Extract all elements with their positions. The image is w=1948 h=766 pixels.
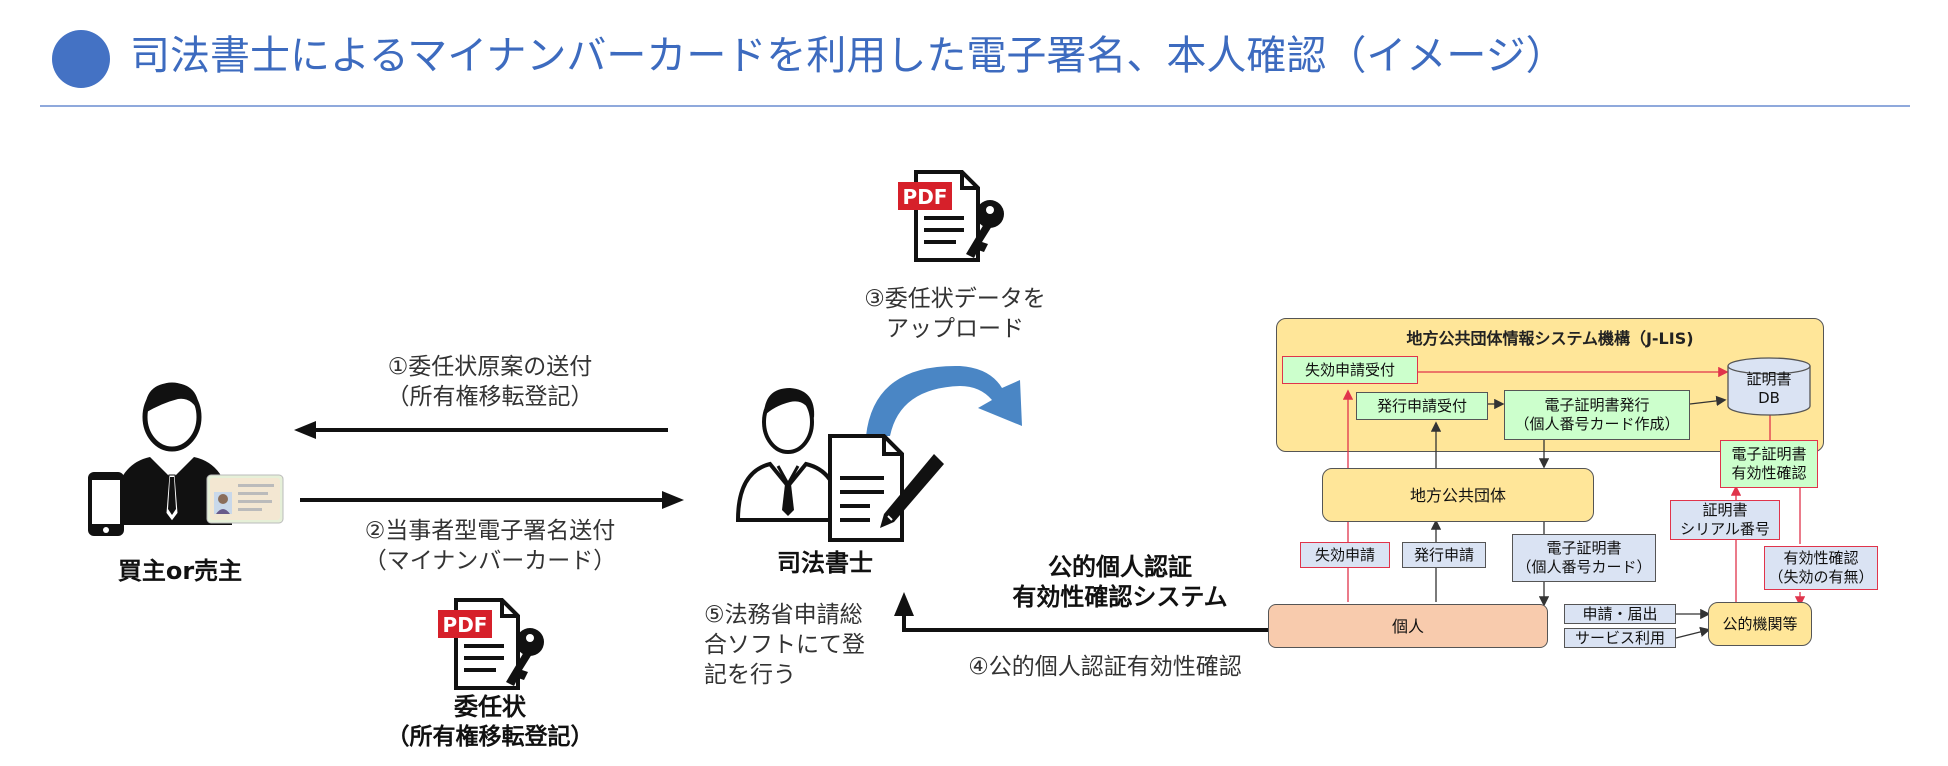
- buyer-seller-label: 買主or売主: [117, 557, 243, 585]
- step2-label-line2: （マイナンバーカード）: [363, 548, 617, 574]
- pdf-badge-text-upload: PDF: [903, 185, 948, 209]
- serial-text-1: 証明書: [1702, 501, 1748, 519]
- step3-label-line1: ③委任状データを: [864, 286, 1046, 312]
- service-use-text: サービス利用: [1574, 628, 1665, 647]
- db-text-2: DB: [1758, 389, 1780, 407]
- cert-validity-text-1: 電子証明書: [1731, 445, 1807, 463]
- public-agency-box: 公的機関等: [1708, 602, 1812, 646]
- issue-apply-text: 発行申請: [1413, 545, 1474, 564]
- pdf-badge-text: PDF: [443, 613, 488, 637]
- arrow-step1: [294, 421, 668, 439]
- title-bullet: [52, 30, 110, 88]
- cert-validity-box: 電子証明書 有効性確認: [1720, 440, 1818, 488]
- db-label: 証明書 DB: [1724, 366, 1814, 412]
- arrow-step2: [300, 491, 684, 509]
- individual-text: 個人: [1391, 616, 1424, 636]
- validity-check-text-1: 有効性確認: [1783, 549, 1859, 567]
- lost-receipt-text: 失効申請受付: [1304, 360, 1395, 379]
- jlis-title: 地方公共団体情報システム機構（J-LIS): [1406, 329, 1694, 348]
- public-agency-text: 公的機関等: [1722, 614, 1798, 633]
- validity-check-text-2: （失効の有無）: [1768, 568, 1874, 586]
- person-with-card-icon: [112, 382, 232, 525]
- serial-text-2: シリアル番号: [1680, 520, 1770, 538]
- database-icon: [1727, 357, 1811, 416]
- lost-receipt-box: 失効申請受付: [1282, 356, 1418, 384]
- local-gov-box: 地方公共団体: [1322, 468, 1594, 522]
- lost-apply-text: 失効申請: [1314, 545, 1375, 564]
- pdf-key-icon-upload: PDF: [898, 170, 1004, 262]
- apply-notify-box: 申請・届出: [1564, 604, 1676, 624]
- step5-label-line3: 記を行う: [704, 662, 796, 688]
- cert-issue-text-1: 電子証明書発行: [1544, 396, 1650, 414]
- cert-card-text-1: 電子証明書: [1546, 539, 1622, 557]
- signed-document-icon: [828, 434, 944, 542]
- step1-label-line1: ①委任状原案の送付: [387, 354, 593, 380]
- serial-box: 証明書 シリアル番号: [1670, 500, 1780, 540]
- issue-receipt-text: 発行申請受付: [1376, 396, 1467, 415]
- arrow-step4: [894, 592, 1278, 632]
- local-gov-text: 地方公共団体: [1409, 485, 1506, 505]
- apply-notify-text: 申請・届出: [1582, 604, 1658, 623]
- service-use-box: サービス利用: [1564, 628, 1676, 648]
- step3-label-line2: アップロード: [886, 316, 1024, 342]
- title-divider: [40, 105, 1910, 107]
- smartphone-icon: [88, 472, 124, 536]
- lost-apply-box: 失効申請: [1300, 542, 1390, 568]
- document-label-line2: （所有権移転登記）: [386, 724, 594, 750]
- cert-validity-text-2: 有効性確認: [1731, 464, 1807, 482]
- scrivener-label: 司法書士: [777, 549, 873, 577]
- pdf-key-icon: PDF: [438, 598, 544, 690]
- individual-box: 個人: [1268, 604, 1548, 648]
- step4-label: ④公的個人認証有効性確認: [968, 654, 1242, 680]
- validity-check-box: 有効性確認 （失効の有無）: [1764, 546, 1878, 590]
- issue-apply-box: 発行申請: [1402, 542, 1486, 568]
- db-text-1: 証明書: [1746, 370, 1792, 388]
- curved-arrow-icon: [866, 365, 1022, 436]
- system-label-line2: 有効性確認システム: [1012, 583, 1228, 611]
- page-title: 司法書士によるマイナンバーカードを利用した電子署名、本人確認（イメージ）: [130, 33, 1566, 79]
- step5-label-line2: 合ソフトにて登: [704, 632, 865, 658]
- my-number-card-icon: [206, 474, 284, 524]
- document-label-line1: 委任状: [454, 693, 526, 721]
- cert-issue-text-2: （個人番号カード作成）: [1514, 415, 1680, 433]
- cert-issue-box: 電子証明書発行 （個人番号カード作成）: [1504, 390, 1690, 440]
- system-label-line1: 公的個人認証: [1048, 553, 1192, 581]
- issue-receipt-box: 発行申請受付: [1356, 392, 1488, 420]
- step5-label-line1: ⑤法務省申請総: [704, 602, 863, 628]
- cert-card-box: 電子証明書 （個人番号カード）: [1512, 534, 1656, 582]
- step1-label-line2: （所有権移転登記）: [386, 384, 594, 410]
- step2-label-line1: ②当事者型電子署名送付: [364, 518, 616, 544]
- cert-card-text-2: （個人番号カード）: [1516, 558, 1652, 576]
